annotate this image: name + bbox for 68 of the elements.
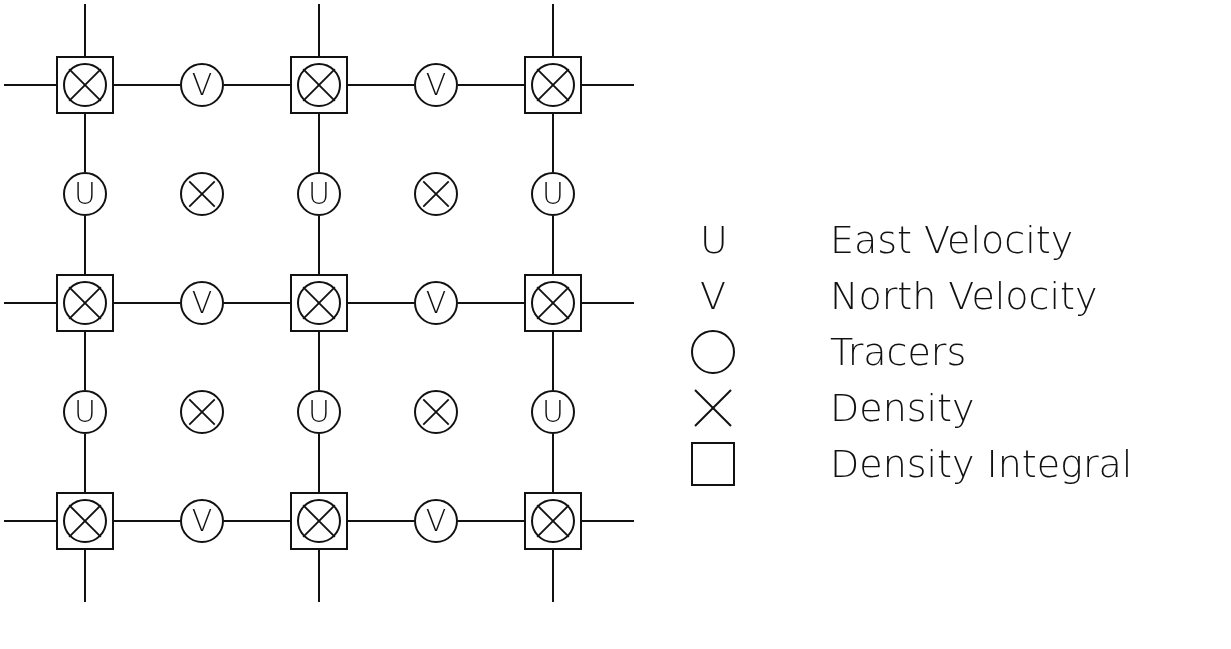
grid-line bbox=[113, 302, 181, 304]
velocity-circle: V bbox=[414, 499, 458, 543]
grid-line bbox=[223, 520, 291, 522]
grid-line bbox=[581, 84, 635, 86]
legend-symbol-letter: U bbox=[700, 221, 728, 259]
velocity-circle: U bbox=[63, 390, 107, 434]
crossed-circle-square bbox=[56, 56, 114, 114]
grid-line bbox=[3, 84, 57, 86]
grid-line bbox=[84, 433, 86, 493]
grid-line bbox=[347, 84, 415, 86]
crossed-circle-square bbox=[524, 56, 582, 114]
velocity-circle: U bbox=[531, 390, 575, 434]
velocity-circle: U bbox=[297, 172, 341, 216]
crossed-circle bbox=[180, 390, 224, 434]
velocity-circle: U bbox=[531, 172, 575, 216]
grid-line bbox=[552, 549, 554, 603]
grid-line bbox=[84, 331, 86, 391]
grid-line bbox=[552, 331, 554, 391]
grid-line bbox=[84, 215, 86, 275]
grid-line bbox=[84, 3, 86, 57]
grid-line bbox=[318, 331, 320, 391]
velocity-circle: V bbox=[180, 281, 224, 325]
crossed-circle-square bbox=[524, 274, 582, 332]
velocity-circle: U bbox=[63, 172, 107, 216]
grid-line bbox=[581, 302, 635, 304]
grid-line bbox=[552, 3, 554, 57]
grid-line bbox=[457, 84, 525, 86]
crossed-circle bbox=[414, 172, 458, 216]
grid-line bbox=[318, 215, 320, 275]
crossed-circle-square bbox=[524, 492, 582, 550]
velocity-circle: U bbox=[297, 390, 341, 434]
grid-line bbox=[84, 549, 86, 603]
grid-line bbox=[84, 113, 86, 173]
grid-line bbox=[581, 520, 635, 522]
crossed-circle-square bbox=[56, 274, 114, 332]
legend-text: North Velocity bbox=[830, 277, 1098, 315]
grid-line bbox=[318, 3, 320, 57]
crossed-circle-square bbox=[56, 492, 114, 550]
velocity-circle: V bbox=[414, 63, 458, 107]
grid-line bbox=[223, 84, 291, 86]
grid-line bbox=[3, 520, 57, 522]
grid-line bbox=[318, 433, 320, 493]
crossed-circle-square bbox=[290, 274, 348, 332]
crossed-circle bbox=[180, 172, 224, 216]
velocity-circle: V bbox=[414, 281, 458, 325]
legend-text: East Velocity bbox=[830, 221, 1074, 259]
grid-line bbox=[3, 302, 57, 304]
crossed-circle bbox=[414, 390, 458, 434]
crossed-circle-square bbox=[290, 492, 348, 550]
legend-text: Tracers bbox=[830, 333, 967, 371]
legend-text: Density Integral bbox=[830, 445, 1133, 483]
grid-line bbox=[113, 84, 181, 86]
legend-text: Density bbox=[830, 389, 975, 427]
grid-line bbox=[552, 113, 554, 173]
grid-line bbox=[318, 113, 320, 173]
grid-line bbox=[457, 302, 525, 304]
grid-line bbox=[347, 302, 415, 304]
velocity-circle: V bbox=[180, 63, 224, 107]
grid-line bbox=[318, 549, 320, 603]
crossed-circle-square bbox=[290, 56, 348, 114]
grid-line bbox=[113, 520, 181, 522]
grid-line bbox=[347, 520, 415, 522]
velocity-circle: V bbox=[180, 499, 224, 543]
grid-line bbox=[552, 215, 554, 275]
grid-line bbox=[552, 433, 554, 493]
grid-line bbox=[223, 302, 291, 304]
grid-line bbox=[457, 520, 525, 522]
legend-symbol-letter: V bbox=[700, 277, 726, 315]
